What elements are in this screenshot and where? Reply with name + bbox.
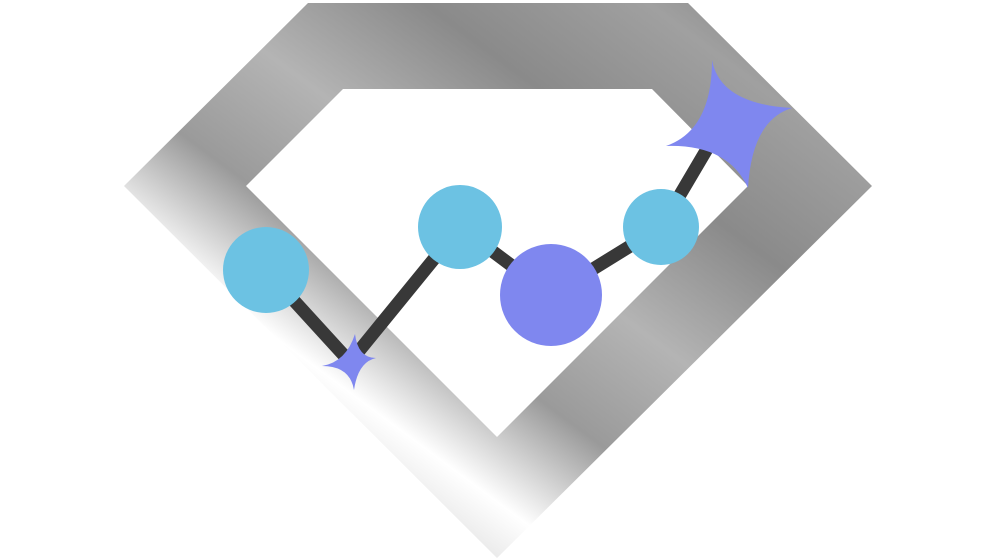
chart-node-2: [418, 185, 502, 269]
chart-node-1: [223, 227, 309, 313]
chart-node-3: [500, 244, 602, 346]
sparkle-icon: [666, 60, 792, 188]
chart-node-4: [623, 189, 699, 265]
sparkle-icon: [322, 334, 376, 390]
